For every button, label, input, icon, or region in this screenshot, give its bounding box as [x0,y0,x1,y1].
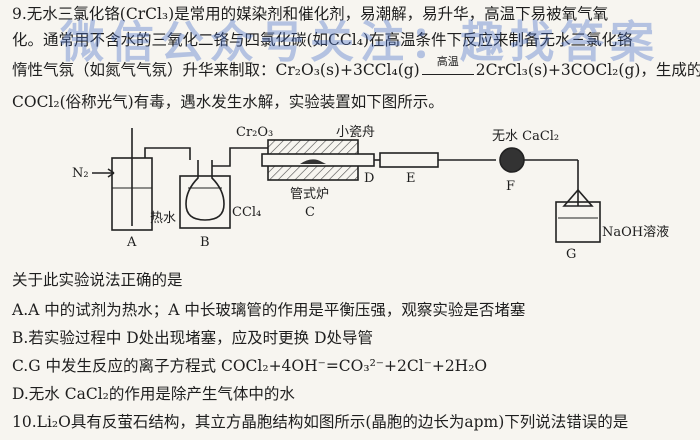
reaction-condition: 高温 [436,55,459,68]
tube-d-e [379,152,439,168]
equation-right: 2CrCl₃(s)+3COCl₂(g)，生成的 [475,61,700,79]
question-9-line-1: 9.无水三氯化铬(CrCl₃)是常用的媒染剂和催化剂，易潮解，易升华，高温下易被… [12,5,609,23]
label-g: G [566,247,576,262]
reaction-tube [261,153,375,167]
label-d: D [364,171,374,186]
inverted-funnel [562,188,594,207]
porcelain-boat [300,159,326,164]
drying-tube-f [499,147,525,173]
equation-left: Cr₂O₃(s)+3CCl₄(g) [275,61,420,79]
label-ccl4: CCl₄ [232,205,261,220]
question-9-line-4: COCl₂(俗称光气)有毒，遇水发生水解，实验装置如下图所示。 [12,93,444,111]
label-drying-agent: 无水 CaCl₂ [492,129,559,144]
label-n2: N₂ [72,166,89,181]
option-b: B.若实验过程中 D处出现堵塞，应及时更换 D处导管 [12,329,374,347]
label-furnace: 管式炉 [290,187,329,202]
label-a: A [126,235,137,250]
label-e: E [406,171,416,186]
label-c: C [305,205,315,220]
beaker-b [179,175,231,229]
label-hot-water: 热水 [150,211,176,226]
option-c: C.G 中发生反应的离子方程式 COCl₂+4OH⁻=CO₃²⁻+2Cl⁻+2H… [12,357,488,375]
question-9-line-3: 惰性气氛（如氮气气氛）升华来制取：Cr₂O₃(s)+3CCl₄(g) 高温 2C… [12,55,700,80]
reaction-arrow: 高温 [421,55,474,75]
question-10: 10.Li₂O具有反萤石结构，其立方晶胞结构如图所示(晶胞的边长为apm)下列说… [12,413,629,431]
question-9-stem: 关于此实验说法正确的是 [12,271,183,289]
a-to-b-tube [144,147,191,160]
label-naoh: NaOH溶液 [602,225,669,240]
question-9-line-2: 化。通常用不含水的三氧化二铬与四氯化碳(如CCl₄)在高温条件下反应来制备无水三… [12,31,633,49]
label-b: B [200,235,210,250]
label-cr2o3: Cr₂O₃ [236,125,273,140]
b-to-c-tube [212,147,268,167]
option-a: A.A 中的试剂为热水；A 中长玻璃管的作用是平衡压强，观察实验是否堵塞 [12,301,526,319]
flask-b [185,160,225,221]
apparatus-diagram: N₂ Cr₂O₃ 小瓷舟 无水 CaCl₂ 热水 CCl₄ 管式炉 NaOH溶液… [72,125,669,262]
label-boat: 小瓷舟 [336,125,375,140]
beaker-g [555,201,601,243]
line-3-prefix: 惰性气氛（如氮气气氛）升华来制取： [12,61,276,79]
option-d: D.无水 CaCl₂的作用是除产生气体中的水 [12,385,295,403]
label-f: F [506,179,515,194]
